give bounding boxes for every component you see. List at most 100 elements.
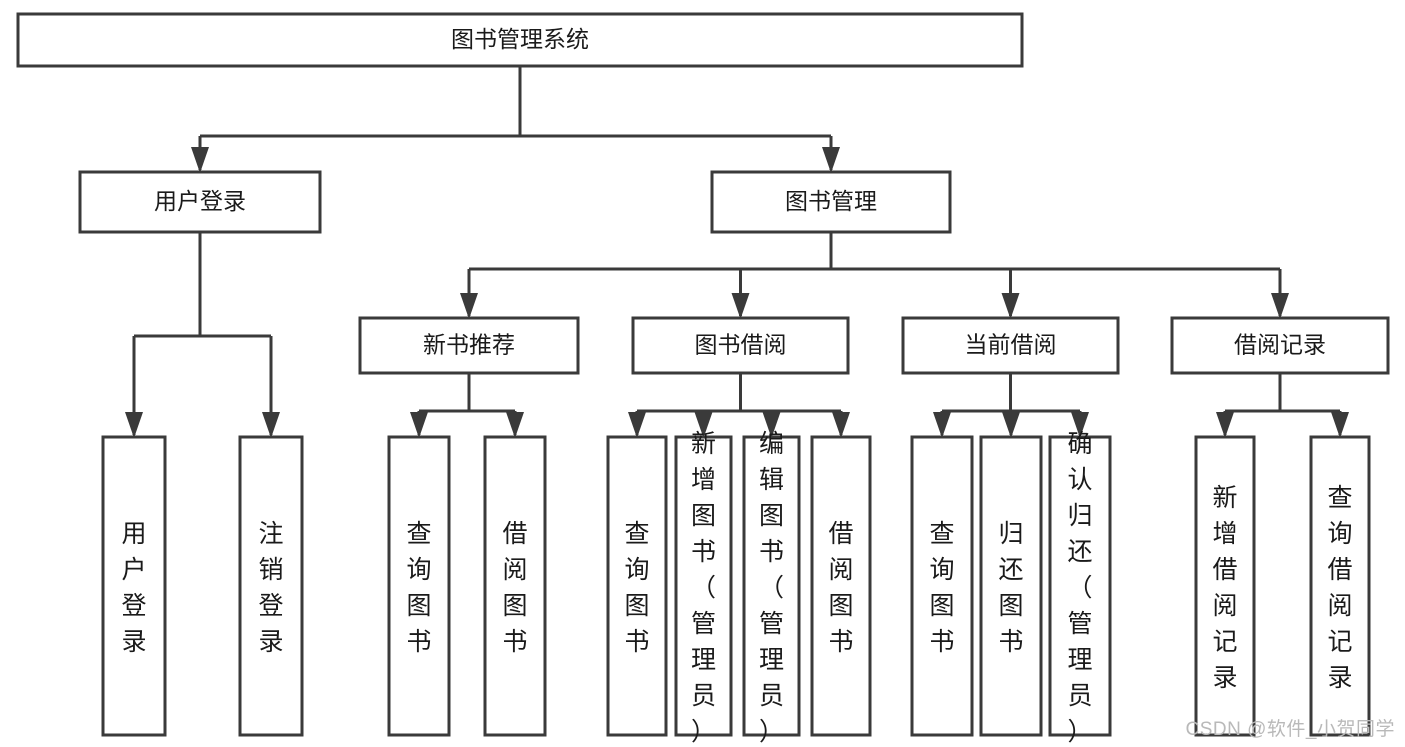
leaf-label-char: 销 — [258, 556, 283, 584]
leaf-label-char: 员 — [1067, 682, 1092, 710]
leaf-label-char: 记 — [1327, 628, 1352, 656]
leaf-label-char: 书 — [998, 628, 1023, 656]
level2-node-label-0: 用户登录 — [154, 188, 246, 214]
leaf-label-char: 书 — [828, 628, 853, 656]
level2-node-box-1[interactable] — [710, 170, 952, 234]
leaf-label-char: 新 — [691, 430, 716, 458]
arrow-down-icon — [628, 412, 646, 438]
arrow-down-icon — [1216, 412, 1234, 438]
level3-node-box-3[interactable] — [1170, 316, 1390, 375]
arrow-down-icon — [694, 412, 713, 438]
arrow-down-icon — [832, 412, 850, 438]
leaf-label-char: 书 — [691, 538, 716, 566]
connector-lines — [125, 66, 1349, 438]
leaf-node-box-1[interactable] — [238, 435, 304, 737]
root-node-label: 图书管理系统 — [451, 26, 589, 52]
leaf-label-char: 询 — [406, 556, 431, 584]
leaf-label-char: ） — [691, 718, 716, 746]
leaf-label-char: 记 — [1212, 628, 1237, 656]
leaf-label-char: 新 — [1212, 484, 1237, 512]
leaf-label-char: 确 — [1067, 430, 1092, 458]
arrow-down-icon — [1071, 412, 1089, 438]
arrow-down-icon — [1331, 412, 1349, 438]
leaf-label-char: ） — [759, 718, 784, 746]
leaf-label-char: （ — [759, 574, 784, 602]
arrow-down-icon — [1271, 293, 1289, 319]
leaf-label-char: 还 — [998, 556, 1023, 584]
leaf-label-char: 登 — [121, 592, 146, 620]
leaf-label-char: 录 — [121, 628, 146, 656]
arrow-down-icon — [410, 412, 428, 438]
leaf-label-char: 阅 — [1327, 592, 1352, 620]
level3-node-label-3: 借阅记录 — [1234, 332, 1326, 358]
arrow-down-icon — [262, 412, 280, 438]
leaf-label-char: 询 — [624, 556, 649, 584]
arrow-down-icon — [125, 412, 143, 438]
leaf-node-box-3[interactable] — [483, 435, 547, 737]
level2-node-box-0[interactable] — [78, 170, 322, 234]
leaf-label-char: 录 — [1212, 664, 1237, 692]
level3-node-box-0[interactable] — [358, 316, 580, 375]
arrow-down-icon — [933, 412, 951, 438]
leaf-label-char: 归 — [1067, 502, 1092, 530]
leaf-label-char: 查 — [1327, 484, 1352, 512]
leaf-label-char: 图 — [998, 592, 1023, 620]
leaf-label-char: 书 — [759, 538, 784, 566]
leaf-label-char: （ — [1067, 574, 1092, 602]
leaf-label-char: 理 — [759, 646, 784, 674]
leaf-label-char: （ — [691, 574, 716, 602]
leaf-label-char: 管 — [691, 610, 716, 638]
leaf-node-box-4[interactable] — [606, 435, 668, 737]
leaf-label-char: 借 — [1327, 556, 1352, 584]
leaf-label-char: 增 — [691, 466, 716, 494]
leaf-node-box-2[interactable] — [387, 435, 451, 737]
leaf-label-char: 查 — [624, 520, 649, 548]
leaf-node-box-10[interactable] — [1048, 435, 1112, 737]
arrow-down-icon — [1002, 412, 1020, 438]
leaf-label-char: 认 — [1067, 466, 1092, 494]
level3-node-label-1: 图书借阅 — [695, 332, 787, 358]
leaf-label-char: 理 — [691, 646, 716, 674]
arrow-down-icon — [762, 412, 781, 438]
leaf-label-char: 录 — [258, 628, 283, 656]
leaf-label-char: 录 — [1327, 664, 1352, 692]
leaf-node-box-5[interactable] — [674, 435, 733, 737]
arrow-down-icon — [1001, 293, 1020, 319]
node-boxes — [16, 12, 1390, 737]
root-node-box[interactable] — [16, 12, 1024, 68]
leaf-label-char: 户 — [121, 556, 146, 584]
leaf-label-char: 借 — [502, 520, 527, 548]
leaf-node-box-12[interactable] — [1309, 435, 1371, 737]
leaf-label-char: 查 — [929, 520, 954, 548]
leaf-node-box-8[interactable] — [910, 435, 974, 737]
leaf-label-char: 编 — [759, 430, 784, 458]
node-labels: 图书管理系统用户登录图书管理新书推荐图书借阅当前借阅借阅记录用户登录注销登录查询… — [121, 26, 1352, 746]
leaf-label-char: 图 — [759, 502, 784, 530]
leaf-label-char: 注 — [258, 520, 283, 548]
leaf-label-char: 管 — [759, 610, 784, 638]
leaf-label-char: 图 — [624, 592, 649, 620]
leaf-node-box-6[interactable] — [742, 435, 801, 737]
leaf-label-char: 询 — [929, 556, 954, 584]
leaf-label-char: 阅 — [502, 556, 527, 584]
leaf-node-box-11[interactable] — [1194, 435, 1256, 737]
level3-node-box-2[interactable] — [901, 316, 1120, 375]
level3-node-box-1[interactable] — [631, 316, 850, 375]
leaf-node-box-0[interactable] — [101, 435, 167, 737]
leaf-node-box-9[interactable] — [979, 435, 1043, 737]
leaf-node-box-7[interactable] — [810, 435, 872, 737]
level3-node-label-2: 当前借阅 — [965, 332, 1057, 358]
leaf-label-char: 查 — [406, 520, 431, 548]
leaf-node-label-0: 用户登录 — [121, 520, 146, 656]
leaf-label-char: 登 — [258, 592, 283, 620]
